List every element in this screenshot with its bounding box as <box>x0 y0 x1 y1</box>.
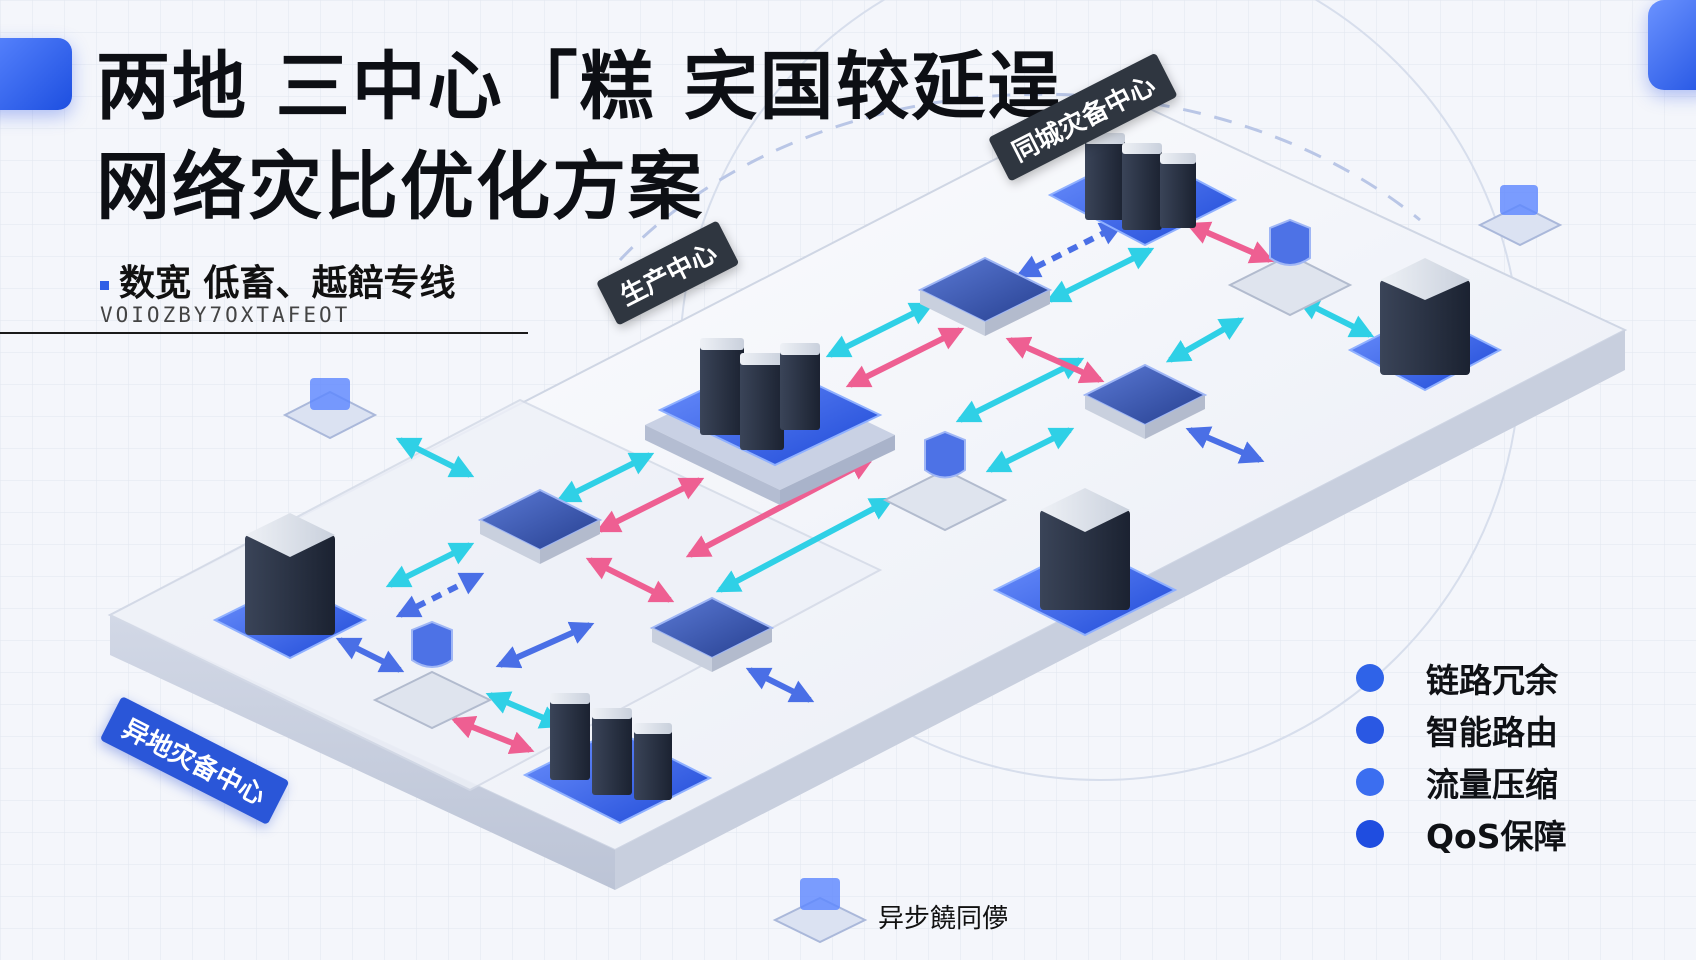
server-rack-icon <box>1040 488 1130 610</box>
bullet-icon <box>100 280 109 290</box>
legend-dot-icon <box>1356 716 1384 744</box>
legend-dot-icon <box>1356 768 1384 796</box>
link-arrow <box>485 691 565 729</box>
remote-server-stack <box>212 513 368 660</box>
latin-caption: VOIOZBY7OXTAFEOT <box>100 303 351 327</box>
same-city-server-cluster <box>1047 133 1238 247</box>
link-arrow <box>845 327 965 388</box>
router-switch-icon <box>649 596 775 672</box>
shield-firewall-icon <box>372 620 493 730</box>
remote-bottom-server-cluster <box>522 693 713 825</box>
link-arrow <box>1165 317 1245 363</box>
server-rack-icon <box>1085 133 1196 230</box>
right-server-stack <box>1347 258 1503 392</box>
link-arrow <box>1185 426 1265 464</box>
link-arrow <box>1005 336 1105 384</box>
shield-firewall-icon <box>1227 218 1353 317</box>
link-arrow <box>495 621 595 669</box>
link-arrow <box>745 667 815 703</box>
router-switch-icon <box>1082 363 1208 439</box>
decor-blue-tile-left <box>0 38 72 110</box>
link-arrow <box>450 715 535 755</box>
legend-dot-icon <box>1356 664 1384 692</box>
shield-firewall-icon <box>882 430 1008 532</box>
title-line-1: 两地 三中心「糕 宎国较延逞 <box>96 44 1064 130</box>
server-rack-icon <box>245 513 335 635</box>
legend-dot-icon <box>1356 820 1384 848</box>
title-line-2: 网络灾比优化方案 <box>96 144 704 230</box>
divider <box>0 332 528 334</box>
link-arrow <box>715 497 895 593</box>
production-server-cluster <box>645 338 895 505</box>
network-node-icon <box>1477 185 1563 247</box>
network-node-icon <box>282 378 378 440</box>
link-arrow <box>335 637 405 673</box>
link-arrow <box>1295 297 1375 338</box>
link-arrow <box>595 477 705 533</box>
legend-item-smart-routing: 智能路由 <box>1356 710 1558 752</box>
server-rack-icon <box>700 338 820 450</box>
mid-right-server-stack <box>992 488 1178 637</box>
link-arrow <box>985 427 1075 473</box>
deco-arc <box>618 92 1421 262</box>
link-arrow <box>395 572 485 618</box>
server-rack-icon <box>550 693 672 800</box>
link-arrow <box>585 557 675 603</box>
decor-blue-tile-right <box>1648 0 1696 90</box>
async-sync-caption: 异步饒同儚 <box>878 904 1009 934</box>
subtitle-text: 数宽 低畜、趆餢专线 <box>119 263 456 304</box>
legend-item-qos: QoS保障 <box>1356 814 1567 856</box>
legend-item-redundancy: 链路冗余 <box>1356 658 1558 700</box>
link-arrow <box>395 437 475 478</box>
subtitle: 数宽 低畜、趆餢专线 <box>100 254 456 306</box>
router-switch-icon <box>477 488 603 564</box>
legend-item-compression: 流量压缩 <box>1356 762 1558 804</box>
router-switch-icon <box>917 256 1053 336</box>
link-arrow <box>555 452 655 503</box>
link-arrow <box>1185 221 1275 264</box>
network-node-icon <box>772 878 868 944</box>
link-arrow <box>1045 247 1155 303</box>
server-rack-icon <box>1380 258 1470 375</box>
